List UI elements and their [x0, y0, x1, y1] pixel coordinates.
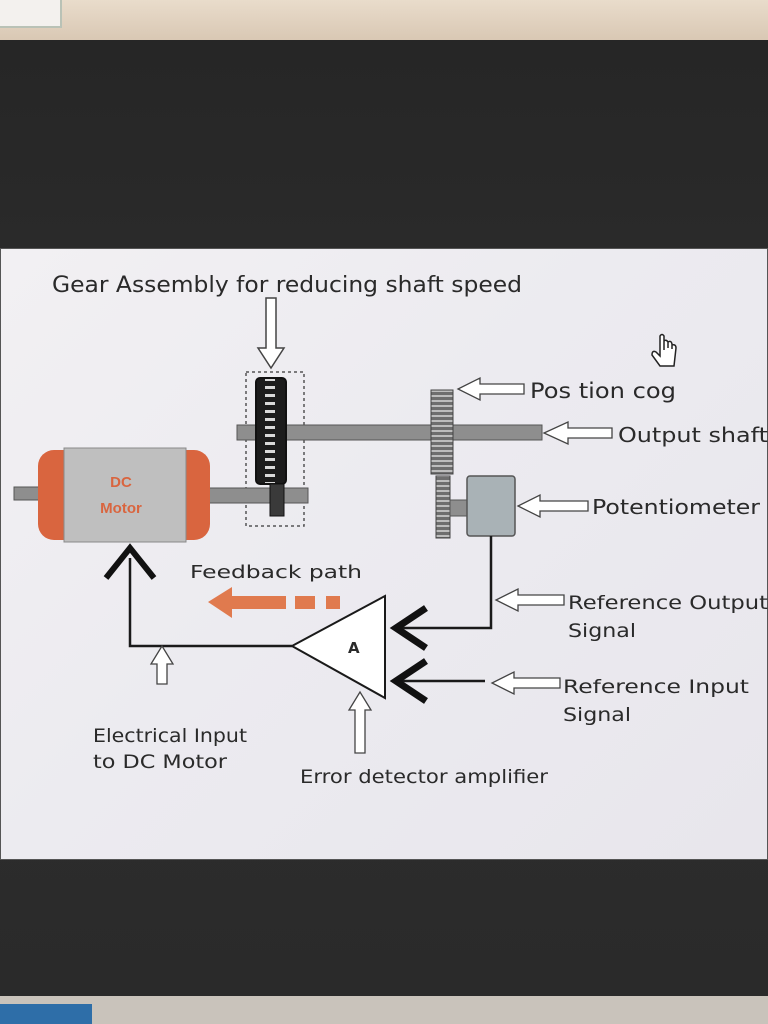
error-amplifier [289, 594, 386, 700]
motor-label-line1: DC [110, 474, 132, 491]
gear-assembly-box [245, 371, 305, 527]
electrical-input-label-line1: Electrical Input [93, 725, 247, 747]
potentiometer-cog [435, 475, 451, 539]
error-detector-arrow [347, 690, 373, 754]
feedback-arrow [208, 587, 340, 618]
motor-shaft-right [205, 487, 309, 504]
motor-input-chevron [103, 543, 157, 580]
top-background-strip [0, 0, 768, 40]
reference-input-label-line2: Signal [563, 704, 631, 726]
reference-input-label-line1: Reference Input [563, 676, 749, 698]
output-shaft-arrow [542, 420, 613, 446]
amplifier-symbol: A [348, 639, 360, 657]
reference-input-arrow [490, 670, 561, 696]
position-cog [430, 389, 454, 475]
bottom-background-strip [0, 996, 768, 1024]
potentiometer-stem [449, 499, 469, 517]
output-shaft [236, 424, 543, 441]
motor-label-line2: Motor [100, 500, 142, 517]
reference-output-label-line1: Reference Output [568, 592, 768, 614]
reference-output-wire [400, 536, 493, 630]
window-corner [0, 0, 62, 28]
gear-assembly-arrow [256, 297, 286, 370]
bottom-blue-object [0, 1004, 92, 1024]
error-detector-label: Error detector amplifier [300, 766, 548, 788]
potentiometer-arrow [516, 493, 589, 519]
electrical-input-arrow [149, 644, 175, 685]
output-shaft-label: Output shaft [618, 423, 768, 447]
potentiometer-body [466, 475, 516, 537]
amplifier-upper-input-chevron [389, 605, 428, 651]
amplifier-lower-input-chevron [389, 658, 428, 704]
reference-output-label-line2: Signal [568, 620, 636, 642]
diagram-title: Gear Assembly for reducing shaft speed [52, 273, 522, 298]
feedback-path-label: Feedback path [190, 562, 362, 583]
dc-motor: DC Motor [38, 447, 210, 543]
hand-cursor-icon [651, 333, 677, 367]
potentiometer-label: Potentiometer [592, 495, 761, 519]
motor-input-wire [128, 558, 292, 648]
reduction-gear [255, 377, 287, 485]
reference-output-arrow [494, 587, 565, 613]
motor-pinion-gear [269, 483, 285, 517]
servo-diagram: Gear Assembly for reducing shaft speed D… [13, 273, 768, 788]
position-cog-label: Pos tion cog [530, 379, 676, 403]
position-cog-arrow [456, 376, 525, 402]
electrical-input-label-line2: to DC Motor [93, 751, 227, 773]
